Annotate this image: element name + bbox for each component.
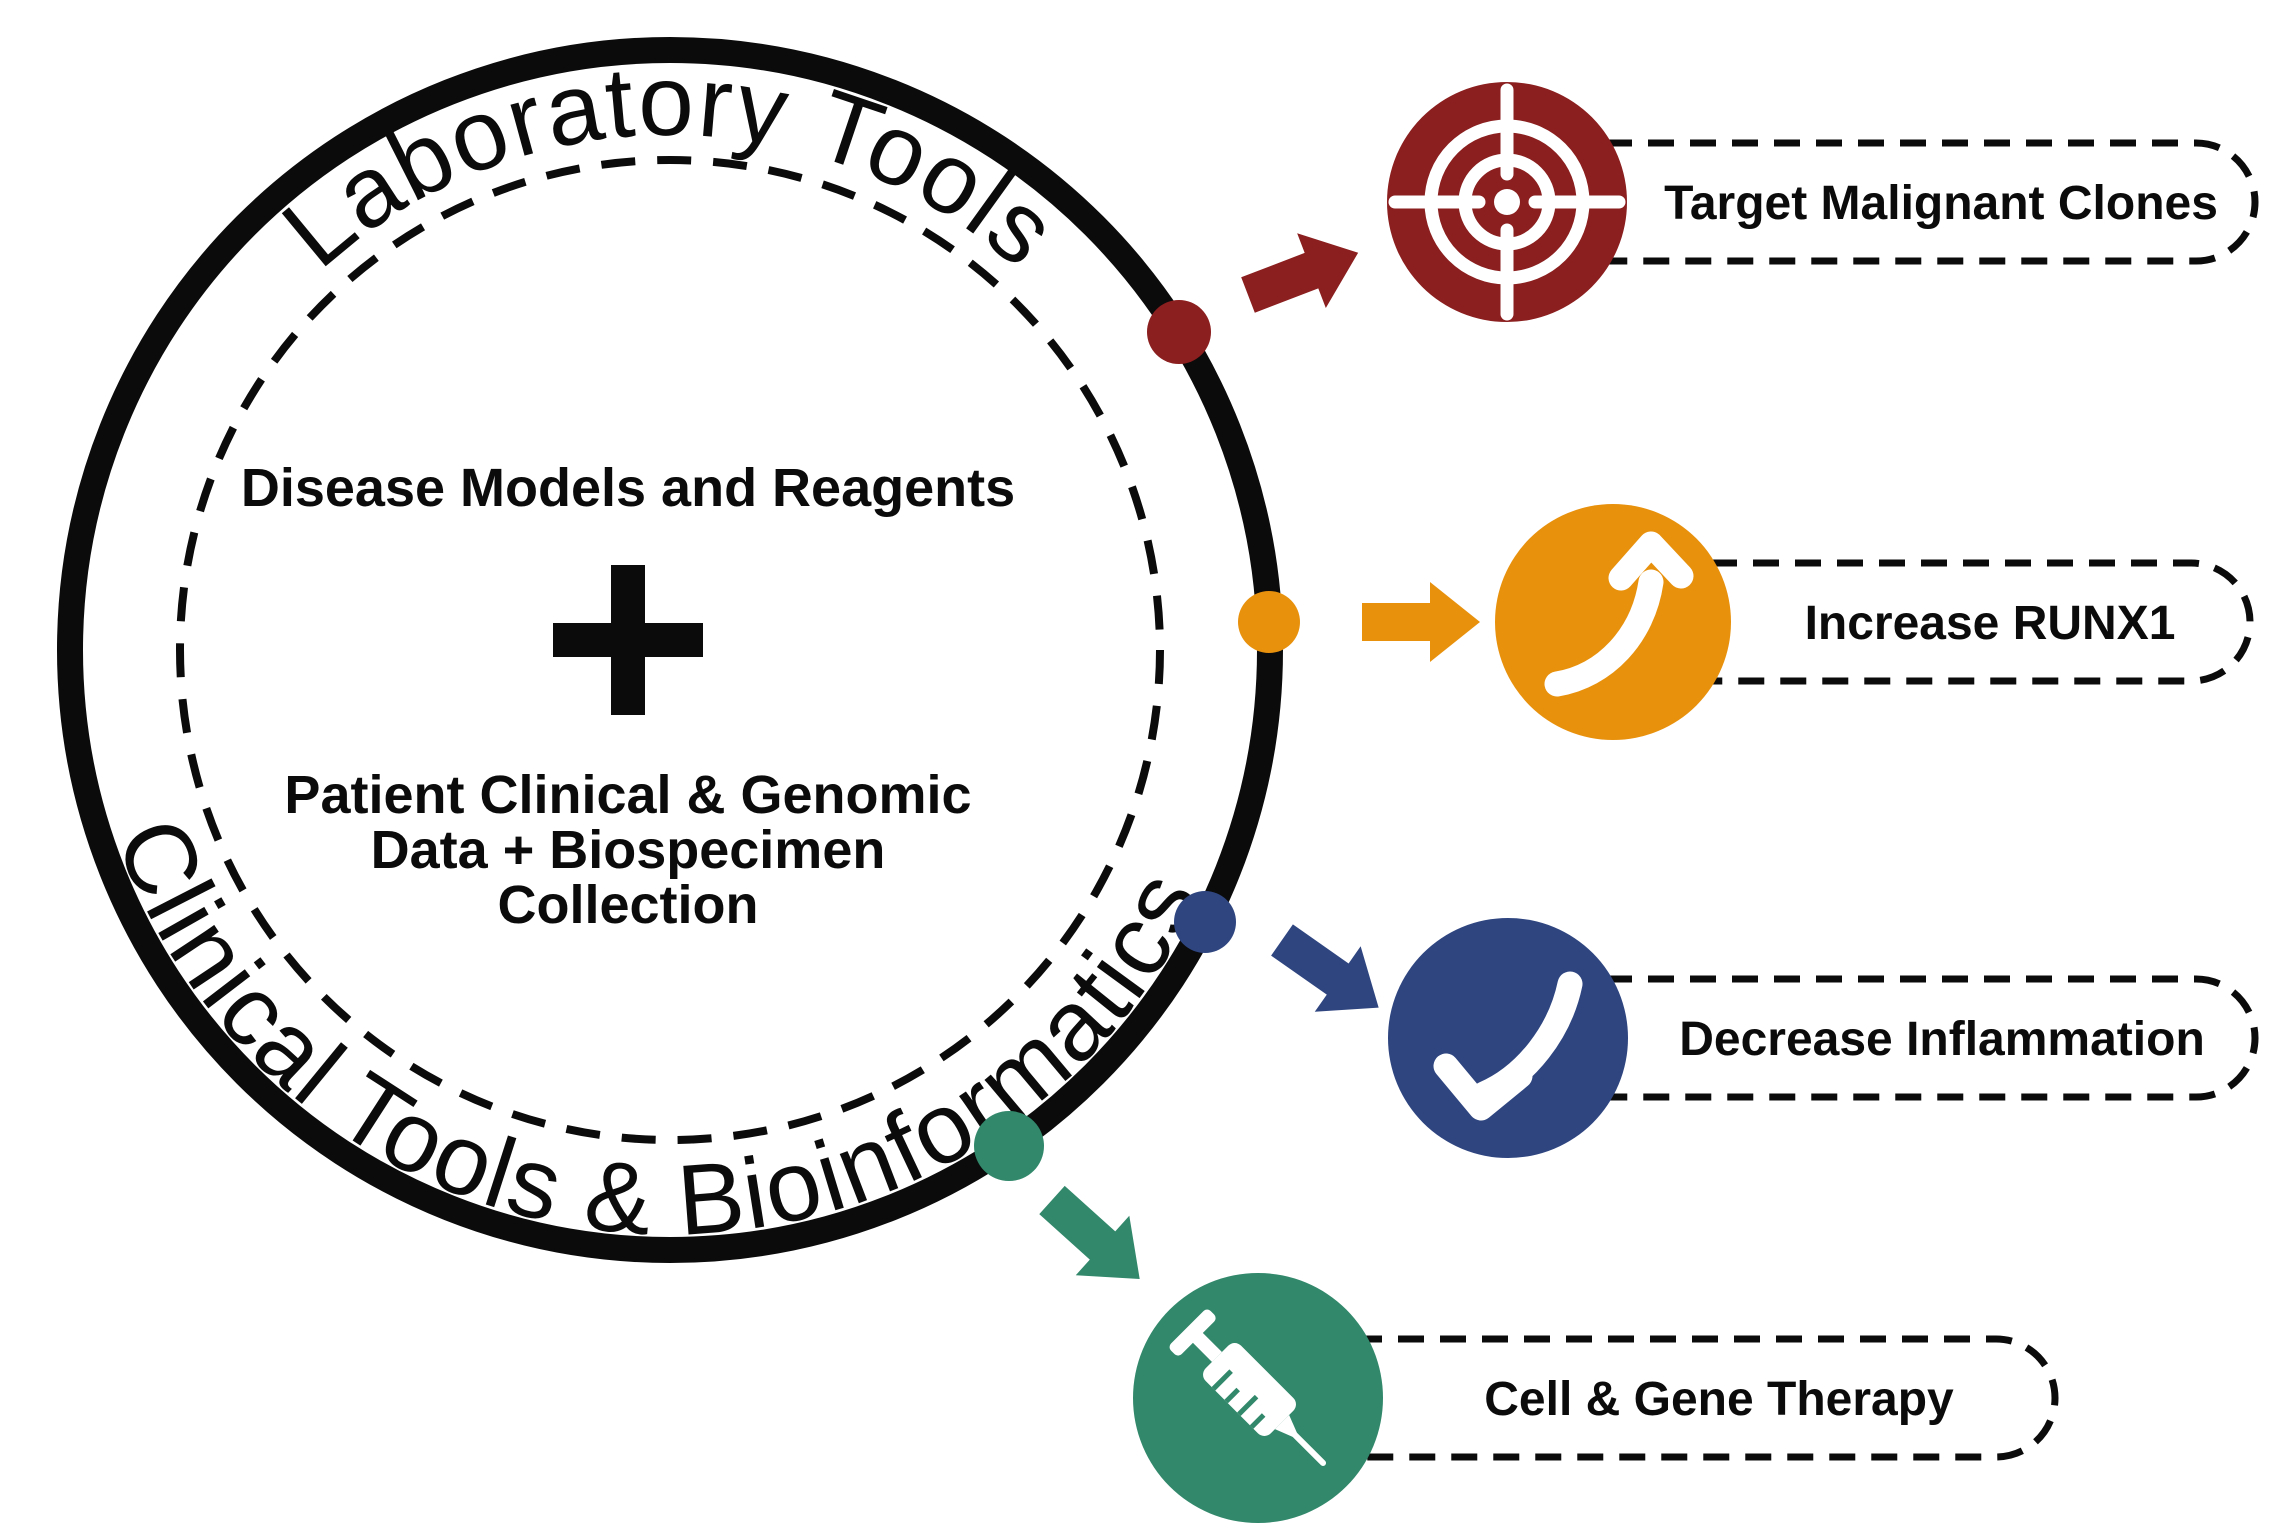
rim-dot xyxy=(1238,591,1300,653)
outcome-label: Increase RUNX1 xyxy=(1805,597,2176,650)
disc xyxy=(1388,918,1628,1158)
plus-icon xyxy=(553,565,703,715)
top-arc-label: Laboratory Tools xyxy=(262,45,1078,289)
center-line-2b: Data + Biospecimen xyxy=(371,820,886,880)
outcome-pill-decrease-inflammation xyxy=(1501,975,2259,1101)
outcome-label: Cell & Gene Therapy xyxy=(1484,1373,1954,1426)
outcome-label: Decrease Inflammation xyxy=(1679,1013,2205,1066)
outcome-disc-decrease xyxy=(1388,918,1628,1158)
connector-arrow-icon xyxy=(1362,582,1480,662)
connector-arrow-icon xyxy=(1259,907,1402,1041)
rim-dot xyxy=(1147,300,1211,364)
outcome-disc-target xyxy=(1387,82,1627,322)
arrow-down-icon xyxy=(1433,971,1583,1121)
connector-arrow-icon xyxy=(1233,215,1373,333)
outcome-disc-increase xyxy=(1495,504,1731,740)
center-line-2c: Collection xyxy=(497,875,758,935)
outcome-pills xyxy=(1251,139,2259,1461)
outcome-label: Target Malignant Clones xyxy=(1664,177,2218,230)
center-line-2a: Patient Clinical & Genomic xyxy=(284,765,971,825)
outcome-pill-target-malignant-clones xyxy=(1501,139,2259,265)
target-icon xyxy=(1388,83,1626,321)
syringe-icon xyxy=(1169,1309,1327,1467)
arrow-up-icon xyxy=(1544,531,1694,697)
center-line-1: Disease Models and Reagents xyxy=(241,458,1015,518)
rim-dot xyxy=(1174,891,1236,953)
rim-dot xyxy=(974,1111,1044,1181)
connector-arrow-icon xyxy=(1025,1170,1167,1309)
outcome-disc-therapy xyxy=(1133,1273,1383,1523)
disc xyxy=(1495,504,1731,740)
inner-dashed-circle xyxy=(176,156,1164,1144)
